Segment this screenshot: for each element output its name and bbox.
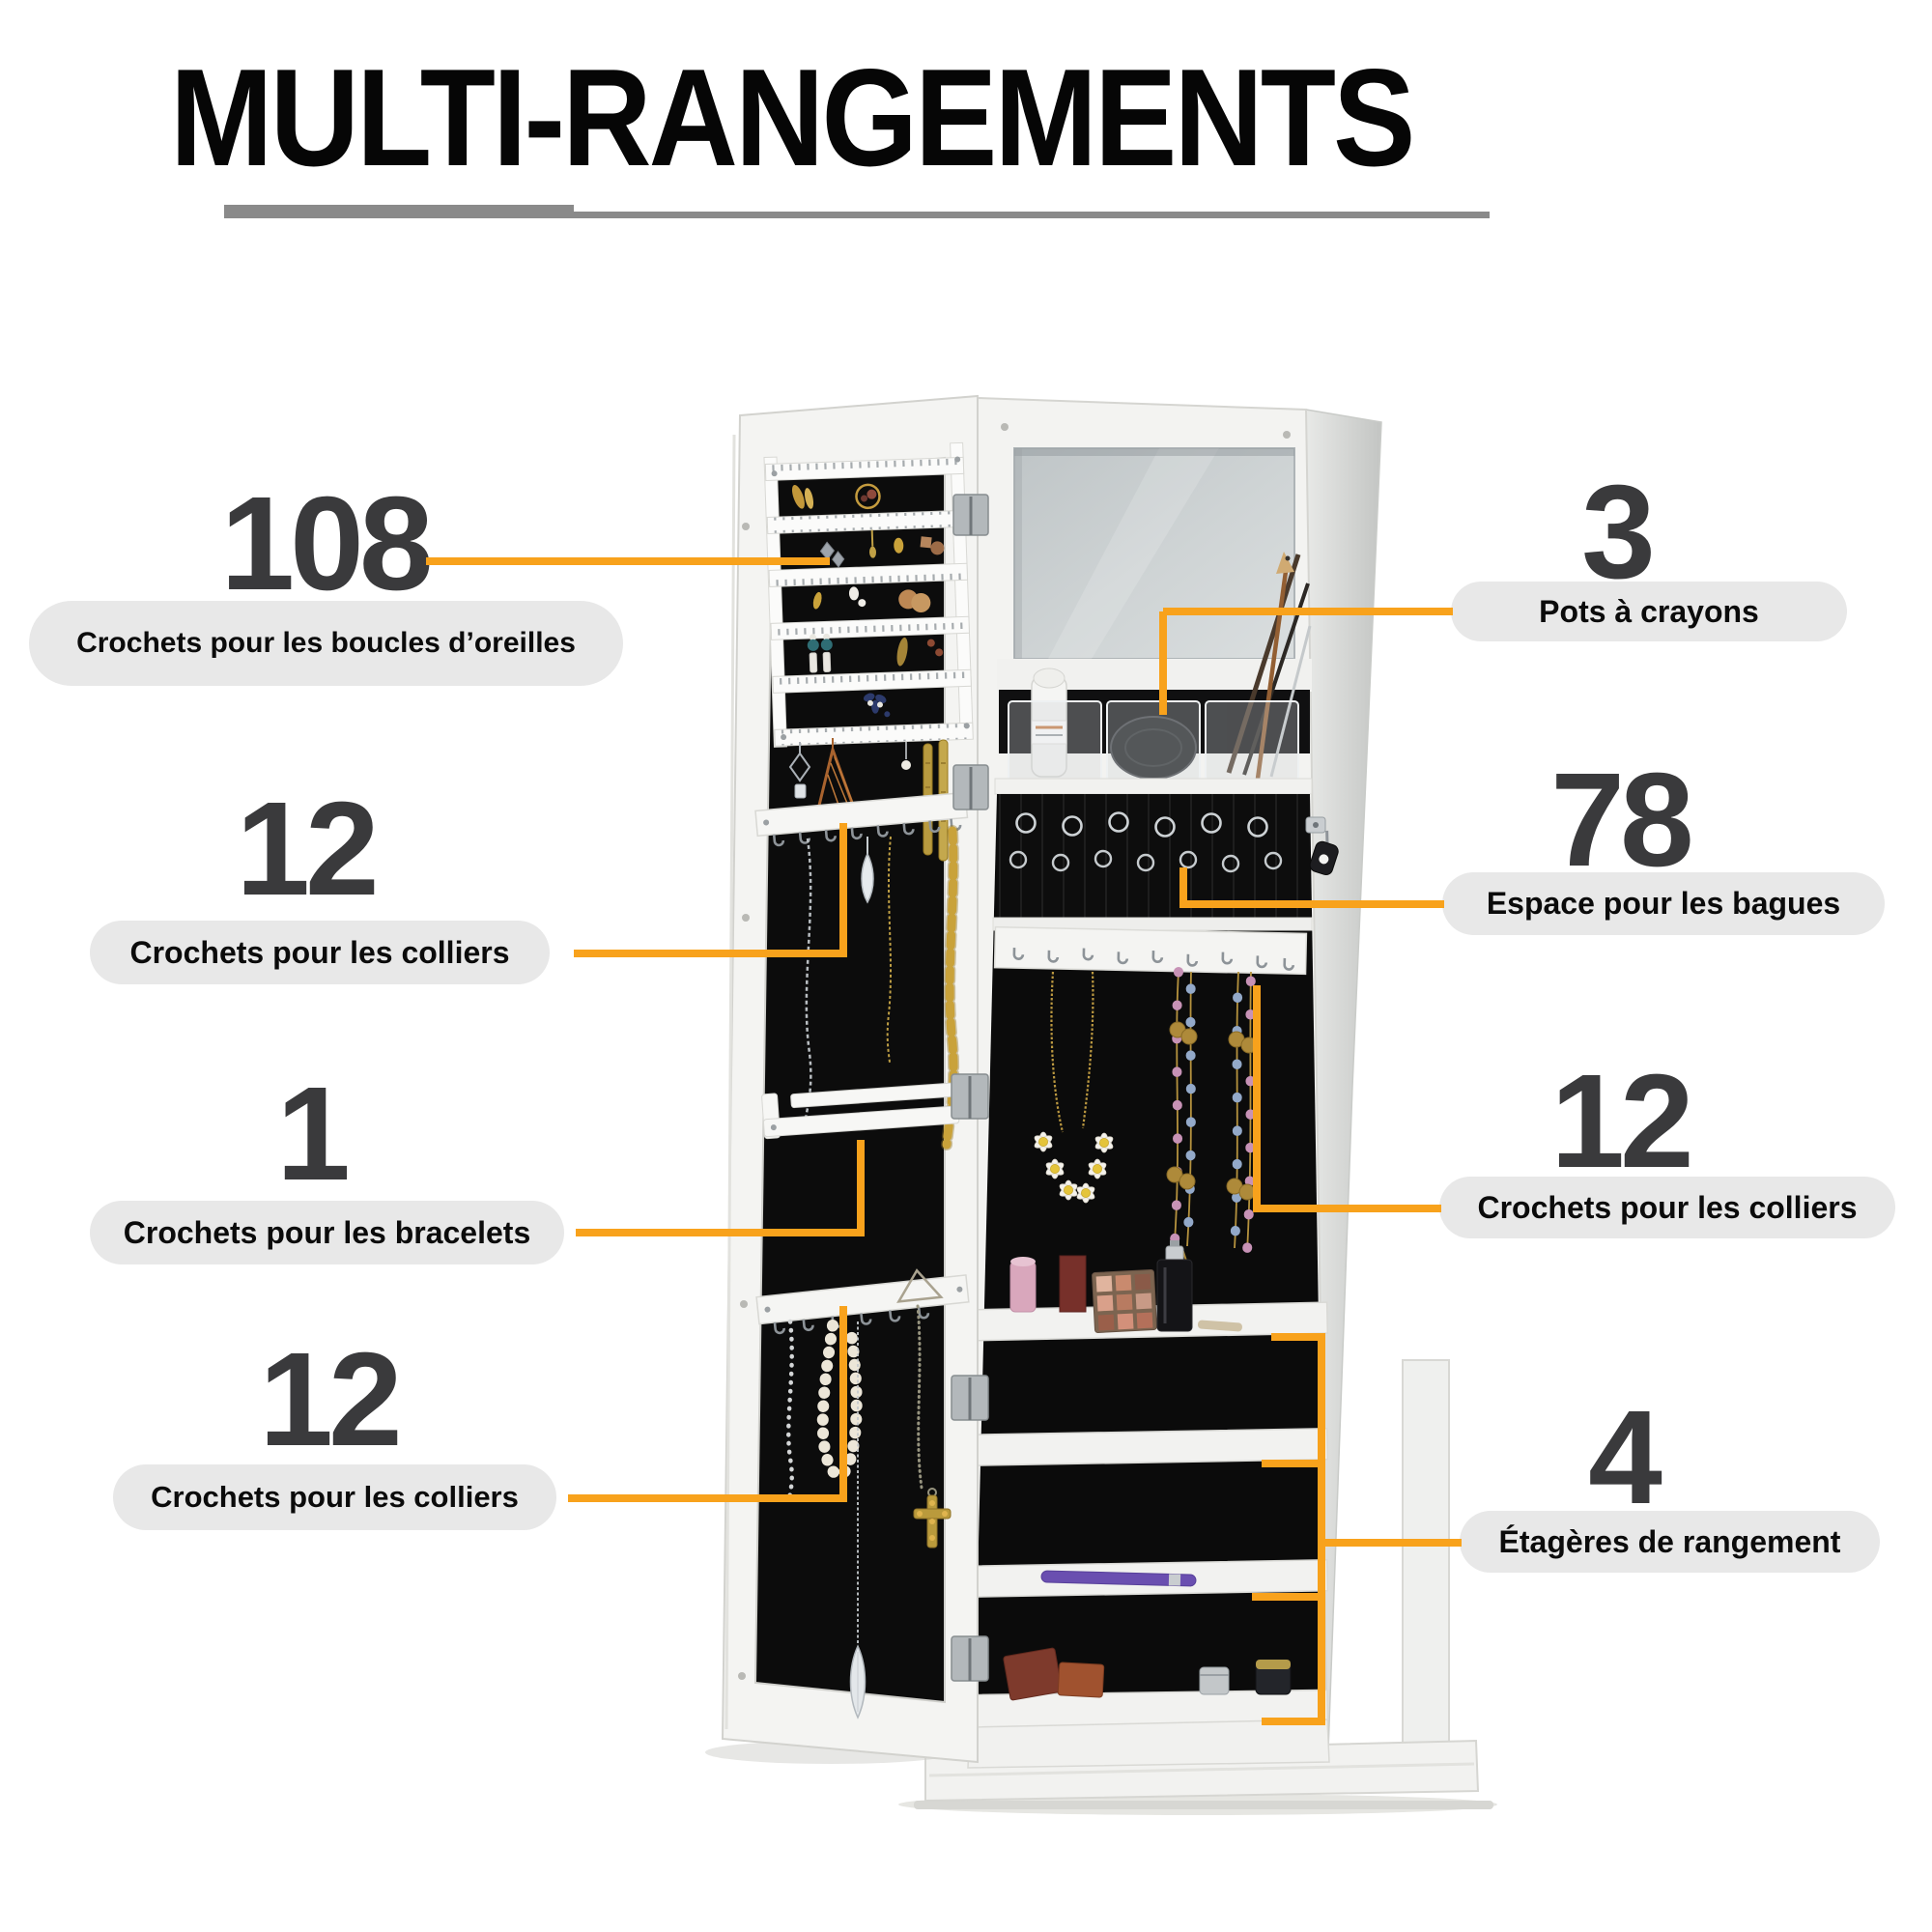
- callout-ring-slots-number: 78: [1550, 746, 1693, 895]
- callout-storage-shelves-number: 4: [1588, 1383, 1662, 1532]
- bracelet-bar: [761, 1082, 960, 1140]
- connector-pen-pots-v: [1159, 611, 1167, 715]
- callout-storage-shelves-label: Étagères de rangement: [1460, 1511, 1880, 1573]
- connector-ring-slots-v: [1179, 867, 1187, 908]
- lock-and-key: [1305, 816, 1339, 876]
- mirror: [1013, 447, 1295, 660]
- base-shadow: [914, 1801, 1493, 1809]
- connector-necklace-right-h: [1257, 1205, 1441, 1212]
- callout-ring-slots-label: Espace pour les bagues: [1442, 872, 1885, 935]
- callout-earring-hooks-number: 108: [220, 469, 433, 618]
- connector-necklace-bottom-left-h: [568, 1494, 847, 1502]
- connector-pen-pots-h: [1163, 608, 1453, 615]
- daisy-necklace: [1032, 971, 1116, 1204]
- callout-necklace-hooks-left-label: Crochets pour les colliers: [90, 921, 550, 984]
- body-necklace-hook-bar: [993, 925, 1308, 976]
- callout-necklace-hooks-bottom-left-label: Crochets pour les colliers: [113, 1464, 556, 1530]
- body-bottom-band: [967, 1719, 1330, 1769]
- connector-shelf2-stub: [1262, 1460, 1325, 1467]
- earrings: [791, 483, 945, 718]
- callout-earring-hooks-label: Crochets pour les boucles d’oreilles: [29, 601, 623, 686]
- callout-necklace-hooks-right-label: Crochets pour les colliers: [1439, 1177, 1895, 1238]
- connector-shelf4-stub: [1262, 1718, 1325, 1725]
- connector-necklace-bottom-left-v: [839, 1306, 847, 1502]
- cabinet-door-open: [721, 394, 979, 1764]
- pencil: [1226, 554, 1301, 774]
- page-title: MULTI-RANGEMENTS: [170, 41, 1415, 196]
- callout-pen-pots-number: 3: [1581, 458, 1656, 607]
- cosmetics: [1003, 1240, 1292, 1701]
- connector-shelves-v: [1318, 1337, 1325, 1725]
- callout-necklace-hooks-bottom-left-number: 12: [259, 1325, 402, 1474]
- connector-shelf1-stub: [1271, 1333, 1325, 1341]
- connector-shelves-h: [1321, 1539, 1462, 1547]
- ring-storage: [997, 794, 1310, 920]
- rear-support-leg: [1402, 1359, 1450, 1751]
- connector-necklace-left-h: [574, 950, 845, 957]
- callout-bracelet-hooks-label: Crochets pour les bracelets: [90, 1201, 564, 1264]
- connector-necklace-right-v: [1253, 985, 1261, 1212]
- connector-earring-hooks: [426, 557, 830, 565]
- connector-ring-slots-h: [1183, 900, 1444, 908]
- door-interior-felt: [755, 458, 945, 1702]
- connector-bracelet-v: [857, 1140, 865, 1236]
- callout-necklace-hooks-left-number: 12: [236, 775, 379, 923]
- purple-pen: [1040, 1570, 1197, 1587]
- cross-pendant: [913, 1488, 952, 1548]
- door-necklace-hook-bar-bottom: [755, 1268, 970, 1335]
- connector-shelf3-stub: [1252, 1593, 1325, 1601]
- connector-necklace-left-v: [839, 823, 847, 957]
- connector-bracelet-h: [576, 1229, 861, 1236]
- hinges: [951, 494, 989, 1682]
- callout-bracelet-hooks-number: 1: [276, 1060, 351, 1208]
- bead-necklaces: [1166, 967, 1258, 1268]
- pen-pots: [999, 552, 1312, 781]
- title-underline-thick: [224, 205, 574, 218]
- title-underline-thin: [574, 212, 1490, 218]
- callout-pen-pots-label: Pots à crayons: [1451, 582, 1847, 641]
- pots-shelf-edge: [994, 778, 1313, 795]
- callout-necklace-hooks-right-number: 12: [1550, 1047, 1693, 1196]
